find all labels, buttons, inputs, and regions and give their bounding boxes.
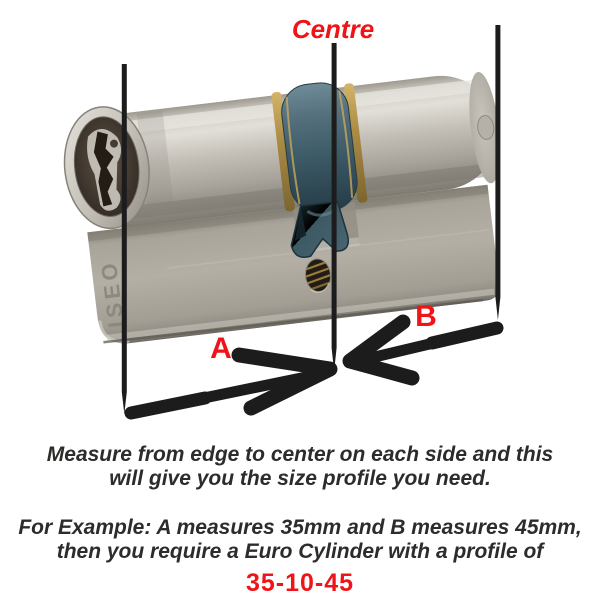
- euro-cylinder-lock: ISEO: [63, 71, 501, 344]
- arrow-b: [342, 314, 504, 386]
- label-b: B: [415, 300, 437, 333]
- edge-line-right: [495, 25, 501, 320]
- instruction-line-1: Measure from edge to center on each side…: [46, 443, 554, 466]
- profile-size-code: 35-10-45: [245, 569, 355, 597]
- instruction-line-2: will give you the size profile you need.: [109, 466, 491, 490]
- euro-cylinder-diagram: ISEO Centre A B: [63, 14, 504, 420]
- edge-line-left: [121, 64, 127, 414]
- arrow-a: [124, 347, 338, 420]
- centre-label: Centre: [292, 14, 374, 44]
- label-a: A: [210, 332, 232, 365]
- screw-hole: [304, 258, 332, 293]
- centre-line: [331, 43, 337, 371]
- example-line-2: then you require a Euro Cylinder with a …: [56, 539, 544, 563]
- instruction-text: Measure from edge to center on each side…: [0, 443, 600, 490]
- example-text: For Example: A measures 35mm and B measu…: [0, 516, 600, 563]
- example-line-1: For Example: A measures 35mm and B measu…: [18, 516, 582, 539]
